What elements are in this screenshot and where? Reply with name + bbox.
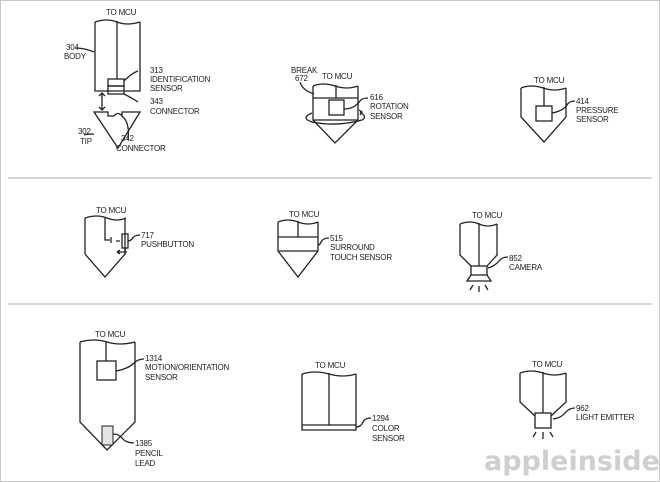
ref-number: 515 — [330, 234, 343, 243]
to-mcu-label: TO MCU — [532, 360, 563, 369]
color-label: COLOR — [372, 424, 400, 433]
to-mcu-label: TO MCU — [289, 210, 320, 219]
identification-label: IDENTIFICATION — [150, 75, 211, 84]
ref-number: 342 — [121, 134, 134, 143]
body-label: BODY — [64, 52, 87, 61]
ref-number: 313 — [150, 66, 163, 75]
ref-number: 343 — [150, 97, 163, 106]
figure-surround-touch-sensor: TO MCU 515 SURROUND TOUCH SENSOR — [277, 210, 393, 279]
connector-label: CONNECTOR — [116, 144, 166, 153]
appleinsider-watermark: appleinsider — [484, 446, 660, 477]
figure-identification-sensor: TO MCU 304 BODY 313 IDENTIFICATION SENSO… — [64, 8, 211, 153]
pencil-lead-label: LEAD — [135, 459, 156, 468]
motion-label: SENSOR — [145, 373, 178, 382]
figure-color-sensor: TO MCU 1294 COLOR SENSOR — [301, 361, 405, 443]
ref-number: 304 — [66, 43, 79, 52]
ref-number: 1314 — [145, 354, 163, 363]
ref-number: 962 — [576, 404, 589, 413]
figure-pressure-sensor: TO MCU 414 PRESSURE SENSOR — [520, 76, 619, 143]
break-label: BREAK — [291, 66, 318, 75]
connector-label: CONNECTOR — [150, 107, 200, 116]
pressure-label: PRESSURE — [576, 106, 618, 115]
ref-number: 1385 — [135, 439, 153, 448]
to-mcu-label: TO MCU — [315, 361, 346, 370]
figure-rotation-sensor: BREAK 672 TO MCU 616 ROTATION SENSOR — [291, 66, 409, 144]
camera-label: CAMERA — [509, 263, 543, 272]
figure-motion-sensor: TO MCU 1314 MOTION/ORIENTATION SENSOR 13… — [79, 330, 230, 468]
ref-number: 672 — [295, 74, 308, 83]
to-mcu-label: TO MCU — [95, 330, 126, 339]
figure-pushbutton: TO MCU 717 PUSHBUTTON — [84, 206, 195, 278]
light-emitter-label: LIGHT EMITTER — [576, 413, 635, 422]
pressure-label: SENSOR — [576, 115, 609, 124]
surround-label: TOUCH SENSOR — [330, 253, 392, 262]
rotation-label: SENSOR — [370, 112, 403, 121]
ref-number: 414 — [576, 97, 589, 106]
rotation-label: ROTATION — [370, 102, 409, 111]
color-label: SENSOR — [372, 434, 405, 443]
figure-light-emitter: TO MCU 962 LIGHT EMITTER — [519, 360, 635, 439]
ref-number: 616 — [370, 93, 383, 102]
ref-number: 717 — [141, 231, 154, 240]
to-mcu-label: TO MCU — [472, 211, 503, 220]
pencil-lead-label: PENCIL — [135, 449, 163, 458]
ref-number: 302 — [78, 127, 91, 136]
tip-label: TIP — [80, 137, 92, 146]
surround-label: SURROUND — [330, 243, 375, 252]
pencil-lead-icon — [101, 425, 114, 446]
pushbutton-label: PUSHBUTTON — [141, 240, 194, 249]
to-mcu-label: TO MCU — [322, 72, 353, 81]
ref-number: 852 — [509, 254, 522, 263]
ref-number: 1294 — [372, 414, 390, 423]
identification-label: SENSOR — [150, 84, 183, 93]
to-mcu-label: TO MCU — [106, 8, 137, 17]
motion-label: MOTION/ORIENTATION — [145, 363, 230, 372]
to-mcu-label: TO MCU — [96, 206, 127, 215]
to-mcu-label: TO MCU — [534, 76, 565, 85]
figure-camera: TO MCU 852 CAMERA — [459, 211, 543, 292]
